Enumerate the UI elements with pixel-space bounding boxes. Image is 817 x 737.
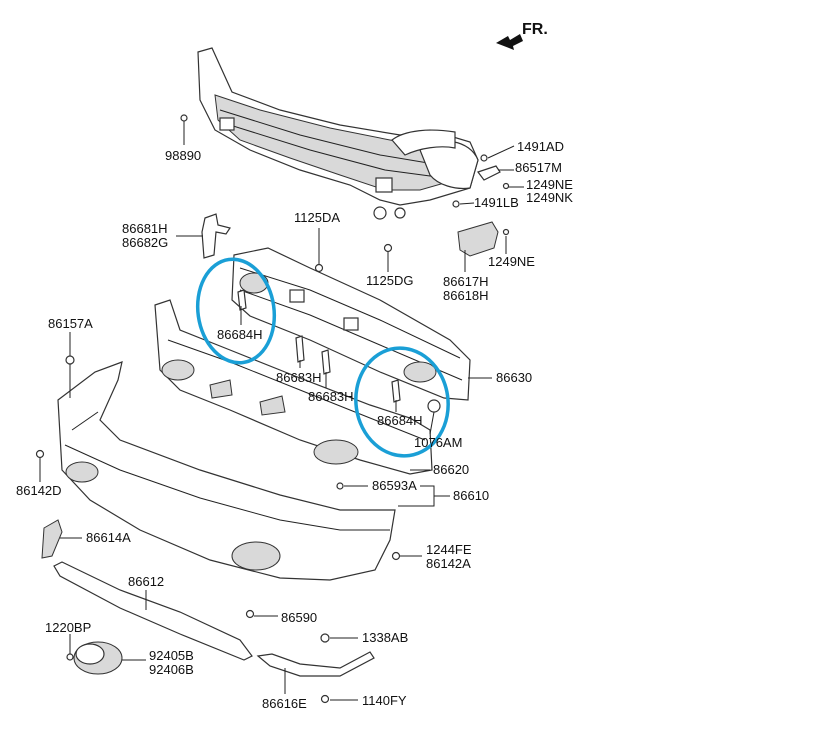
callout-1125dg: 1125DG bbox=[366, 273, 413, 288]
fasteners bbox=[35, 114, 510, 704]
callout-86681h: 86681H bbox=[122, 221, 168, 236]
front-arrow-icon bbox=[496, 34, 523, 50]
callout-1140fy: 1140FY bbox=[362, 693, 407, 708]
callout-1249nk: 1249NK bbox=[526, 190, 573, 205]
bracket-86517m bbox=[477, 165, 501, 181]
callout-1220bp: 1220BP bbox=[45, 620, 91, 635]
callout-86683h-first: 86683H bbox=[276, 370, 322, 385]
callout-1491lb: 1491LB bbox=[474, 195, 519, 210]
callout-86620: 86620 bbox=[433, 462, 469, 477]
callout-1244fe: 1244FE bbox=[426, 542, 472, 557]
bumper-back-beam-assembly bbox=[197, 47, 479, 220]
highlight-circle-right bbox=[354, 346, 450, 458]
callout-1338ab: 1338AB bbox=[362, 630, 408, 645]
callout-86614a: 86614A bbox=[86, 530, 131, 545]
callout-86593a: 86593A bbox=[372, 478, 417, 493]
callout-86142d: 86142D bbox=[16, 483, 62, 498]
callout-86630: 86630 bbox=[496, 370, 532, 385]
callout-1125da: 1125DA bbox=[294, 210, 340, 225]
front-direction-indicator: FR. bbox=[496, 21, 548, 50]
bumper-reinforcement-86630 bbox=[231, 247, 471, 401]
skid-strip-86612 bbox=[53, 561, 253, 661]
bracket-86681h bbox=[201, 213, 231, 259]
callout-86683h-second: 86683H bbox=[308, 389, 354, 404]
highlight-circle-left bbox=[195, 257, 277, 365]
callout-1076am: 1076AM bbox=[414, 435, 462, 450]
callout-92406b: 92406B bbox=[149, 662, 194, 677]
callout-86618h: 86618H bbox=[443, 288, 489, 303]
callout-98890: 98890 bbox=[165, 148, 201, 163]
callout-86682g: 86682G bbox=[122, 235, 168, 250]
callout-86157a: 86157A bbox=[48, 316, 93, 331]
callout-86684h-right: 86684H bbox=[377, 413, 423, 428]
retainer-clips bbox=[237, 289, 441, 413]
callout-86617h: 86617H bbox=[443, 274, 489, 289]
callout-86612: 86612 bbox=[128, 574, 164, 589]
bracket-86617h bbox=[457, 221, 499, 257]
callout-92405b: 92405B bbox=[149, 648, 194, 663]
front-label: FR. bbox=[522, 21, 548, 38]
callout-86616e: 86616E bbox=[262, 696, 307, 711]
callout-1491ad: 1491AD bbox=[517, 139, 564, 154]
callout-86517m: 86517M bbox=[515, 160, 562, 175]
bumper-cover-86610 bbox=[57, 361, 396, 581]
fog-lamp-92405b bbox=[73, 641, 123, 675]
leader-lines bbox=[39, 132, 524, 701]
callout-86142a: 86142A bbox=[426, 556, 471, 571]
part-number-labels: 98890 1491AD 86517M 1249NE 1249NK 1491LB… bbox=[16, 139, 573, 711]
callout-1249ne-lower: 1249NE bbox=[488, 254, 535, 269]
callout-86684h-left: 86684H bbox=[217, 327, 263, 342]
callout-1249ne-upper: 1249NE bbox=[526, 177, 573, 192]
callout-86590: 86590 bbox=[281, 610, 317, 625]
callout-86610: 86610 bbox=[453, 488, 489, 503]
bracket-86614a bbox=[41, 519, 63, 559]
garnish-86616e bbox=[256, 651, 375, 677]
